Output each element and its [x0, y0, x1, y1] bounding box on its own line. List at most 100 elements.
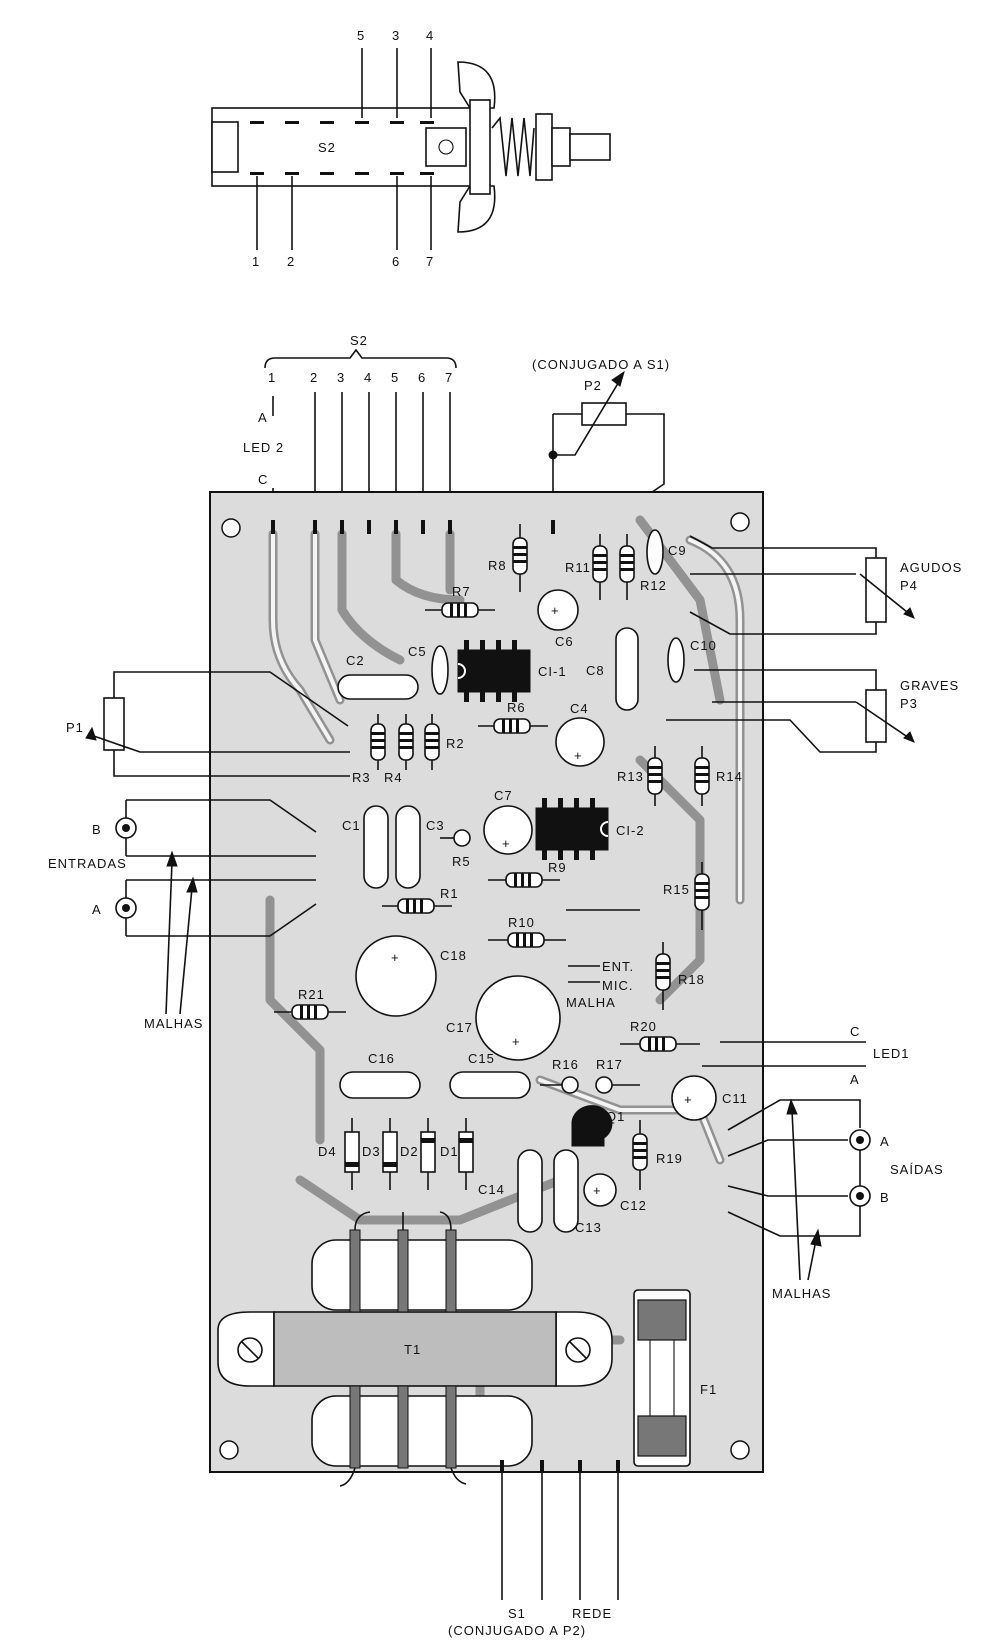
d1-label: D1: [440, 1144, 459, 1159]
diode-d4: [344, 1118, 360, 1190]
led1-wires: [702, 1041, 866, 1067]
c10-label: C10: [690, 638, 717, 653]
svg-text:+: +: [502, 836, 511, 851]
capacitor-c8: [615, 627, 639, 711]
led1-label: LED1: [873, 1046, 910, 1061]
p3-title: GRAVES: [900, 678, 959, 693]
led2-anode-label: A: [258, 410, 268, 425]
c9-label: C9: [668, 543, 687, 558]
c8-label: C8: [586, 663, 605, 678]
ic-ci2: [535, 798, 609, 860]
c13-label: C13: [575, 1220, 602, 1235]
c14-label: C14: [478, 1182, 505, 1197]
c1-label: C1: [342, 818, 361, 833]
r9-label: R9: [548, 860, 567, 875]
p1-label: P1: [66, 720, 84, 735]
resistor-r3: [370, 714, 386, 770]
input-b-label: B: [92, 822, 102, 837]
capacitor-c2: [337, 674, 419, 700]
ci2-label: CI-2: [616, 823, 645, 838]
input-shield-label: MALHAS: [144, 1016, 203, 1031]
s2-header-brace: [264, 348, 457, 369]
r13-label: R13: [617, 769, 644, 784]
output-shield-label: MALHAS: [772, 1286, 831, 1301]
s2-header-pin-7: 7: [445, 370, 453, 385]
p2-label: P2: [584, 378, 602, 393]
c6-label: C6: [555, 634, 574, 649]
capacitor-c4: +: [555, 717, 605, 767]
resistor-r8: [512, 524, 528, 592]
c11-label: C11: [722, 1091, 748, 1106]
capacitor-c12: +: [583, 1173, 617, 1207]
r7-label: R7: [452, 584, 471, 599]
t1-label: T1: [404, 1342, 421, 1357]
led2-label: LED 2: [243, 440, 284, 455]
capacitor-c1: [363, 805, 389, 889]
resistor-r21: [274, 1004, 346, 1020]
s2-header-pin-3: 3: [337, 370, 345, 385]
resistor-r9: [488, 872, 560, 888]
resistor-r11: [592, 534, 608, 600]
svg-text:+: +: [391, 950, 400, 965]
switch-s2-drawing: [211, 48, 611, 250]
led1-cathode-label: C: [850, 1024, 860, 1039]
r15-label: R15: [663, 882, 690, 897]
output-a-label: A: [880, 1134, 890, 1149]
diode-d3: [382, 1118, 398, 1190]
ic-ci1: [457, 640, 531, 702]
led1-anode-label: A: [850, 1072, 860, 1087]
p1-potentiometer: [85, 671, 350, 777]
diode-d2: [420, 1118, 436, 1190]
r16-label: R16: [552, 1057, 579, 1072]
resistor-r13: [647, 746, 663, 806]
s2-header-pin-2: 2: [310, 370, 318, 385]
s2-header-pin-4: 4: [364, 370, 372, 385]
d2-label: D2: [400, 1144, 419, 1159]
mic-ent-label: ENT.: [602, 959, 634, 974]
bottom-note: (CONJUGADO A P2): [448, 1623, 586, 1638]
c7-label: C7: [494, 788, 513, 803]
fuse-f1: [633, 1289, 691, 1467]
p4-label: P4: [900, 578, 918, 593]
capacitor-c6: +: [537, 589, 579, 631]
r10-label: R10: [508, 915, 535, 930]
capacitor-c3: [395, 805, 421, 889]
switch-s2-label: S2: [318, 140, 336, 155]
r1-label: R1: [440, 886, 459, 901]
r4-label: R4: [384, 770, 403, 785]
resistor-r15: [694, 862, 710, 930]
resistor-r4: [398, 714, 414, 770]
c18-label: C18: [440, 948, 467, 963]
switch-s2-pin-top-5: 5: [357, 28, 365, 43]
led2-cathode-label: C: [258, 472, 268, 487]
capacitor-c7: +: [483, 805, 533, 855]
transformer-t1: [217, 1211, 613, 1487]
output-jacks: [727, 1098, 871, 1281]
capacitor-c10: [667, 637, 685, 683]
p3-label: P3: [900, 696, 918, 711]
s2-header-pin-6: 6: [418, 370, 426, 385]
resistor-r12: [619, 534, 635, 600]
capacitor-c9: [646, 529, 664, 575]
f1-label: F1: [700, 1382, 717, 1397]
s1-label: S1: [508, 1606, 526, 1621]
c17-label: C17: [446, 1020, 473, 1035]
svg-text:+: +: [574, 748, 583, 763]
c2-label: C2: [346, 653, 365, 668]
r21-label: R21: [298, 987, 325, 1002]
rede-label: REDE: [572, 1606, 612, 1621]
capacitor-c5: [431, 645, 449, 695]
c4-label: C4: [570, 701, 589, 716]
resistor-r7: [425, 602, 495, 618]
d4-label: D4: [318, 1144, 337, 1159]
capacitor-c13: [553, 1149, 579, 1233]
switch-s2-pin-bottom-1: 1: [252, 254, 260, 269]
p2-note: (CONJUGADO A S1): [532, 357, 670, 372]
resistor-r19: [632, 1120, 648, 1190]
switch-s2-pin-bottom-2: 2: [287, 254, 295, 269]
r20-label: R20: [630, 1019, 657, 1034]
c5-label: C5: [408, 644, 427, 659]
s2-header-pin-1: 1: [268, 370, 276, 385]
s2-header-label: S2: [350, 333, 368, 348]
